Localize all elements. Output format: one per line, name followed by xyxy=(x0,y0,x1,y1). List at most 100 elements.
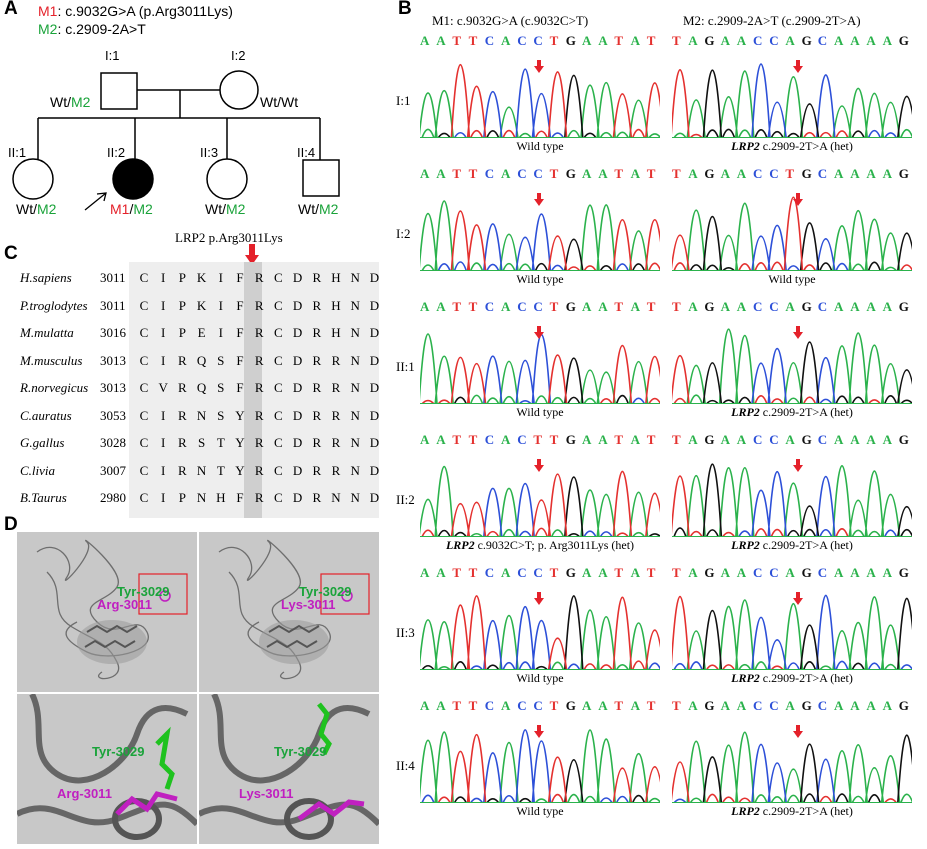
base-call: A xyxy=(598,698,608,713)
protein-ribbon-icon xyxy=(36,539,188,680)
genotype-i1: Wt/M2 xyxy=(50,94,91,110)
chromatogram-caption: Wild type xyxy=(677,272,907,287)
base-call: T xyxy=(646,166,656,181)
amino-acid: R xyxy=(178,462,187,478)
base-call: A xyxy=(720,565,730,580)
amino-acid: C xyxy=(139,297,149,313)
residue-start-number: 3013 xyxy=(100,352,126,368)
base-call: A xyxy=(582,299,592,314)
base-call: T xyxy=(614,565,624,580)
trace-g xyxy=(702,734,912,803)
base-call: A xyxy=(850,299,860,314)
trace-t xyxy=(672,68,849,138)
base-call: G xyxy=(898,432,909,447)
residue-start-number: 3011 xyxy=(100,297,126,313)
chromatogram-row-label: II:4 xyxy=(396,758,415,773)
residue-start-number: 3028 xyxy=(100,435,126,450)
base-call: A xyxy=(720,33,730,48)
proband-arrow-icon xyxy=(84,192,107,211)
amino-acid: D xyxy=(292,297,303,313)
base-call: A xyxy=(688,166,698,181)
amino-acid: R xyxy=(312,435,322,450)
chromatogram-trace xyxy=(672,63,912,138)
base-call: T xyxy=(646,698,656,713)
base-call: C xyxy=(517,432,527,447)
base-call: T xyxy=(549,565,559,580)
base-call: C xyxy=(769,432,779,447)
species-name: M.mulatta xyxy=(20,325,74,340)
structure-view-mutant-zoom: Tyr-3029 Lys-3011 xyxy=(199,694,379,844)
trace-a xyxy=(420,200,649,271)
chromatogram-row-label: II:1 xyxy=(396,359,415,374)
variant-description: Wild type xyxy=(768,272,816,286)
base-call: C xyxy=(484,299,495,314)
base-call: G xyxy=(704,299,715,314)
base-call: C xyxy=(753,698,763,713)
amino-acid: C xyxy=(274,435,283,450)
base-call: A xyxy=(882,299,892,314)
residue-arrow-icon xyxy=(245,244,259,265)
trace-c xyxy=(437,213,630,271)
base-call: T xyxy=(672,565,681,580)
trace-t xyxy=(672,596,784,670)
member-id-ii4: II:4 xyxy=(297,145,316,160)
variant-arrow-icon xyxy=(534,326,544,339)
trace-a xyxy=(420,82,660,138)
base-call: G xyxy=(898,698,909,713)
trace-a xyxy=(420,333,649,404)
amino-acid: D xyxy=(369,407,380,423)
amino-acid: T xyxy=(216,435,225,450)
base-call: T xyxy=(614,698,624,713)
base-call: A xyxy=(436,166,446,181)
base-call: G xyxy=(801,33,812,48)
amino-acid: E xyxy=(197,325,206,340)
base-call: G xyxy=(801,698,812,713)
base-call: C xyxy=(817,565,828,580)
trace-g xyxy=(702,69,912,138)
trace-g xyxy=(673,463,912,537)
gene-name: LRP2 xyxy=(731,804,760,818)
base-call: T xyxy=(549,166,559,181)
trace-t xyxy=(672,475,849,537)
base-call: C xyxy=(517,166,527,181)
base-call: C xyxy=(517,565,527,580)
amino-acid: N xyxy=(350,490,360,505)
base-call: A xyxy=(720,698,730,713)
amino-acid: H xyxy=(216,490,226,505)
base-call: A xyxy=(736,299,747,314)
variant-description: Wild type xyxy=(516,272,564,286)
amino-acid: R xyxy=(331,380,341,395)
trace-g xyxy=(437,476,660,537)
base-call: T xyxy=(672,166,681,181)
trace-a xyxy=(686,328,901,404)
amino-acid: S xyxy=(197,435,206,450)
amino-acid: N xyxy=(350,407,360,423)
amino-acid: I xyxy=(161,325,166,340)
base-call: A xyxy=(420,33,430,48)
base-call: A xyxy=(882,565,892,580)
base-call: C xyxy=(817,432,828,447)
base-call: A xyxy=(785,299,795,314)
amino-acid: H xyxy=(331,297,341,313)
trace-c xyxy=(421,729,630,803)
amino-acid: P xyxy=(178,325,186,340)
amino-acid: D xyxy=(369,270,380,285)
amino-acid: P xyxy=(178,490,186,505)
residue-label-tyr3029: Tyr-3029 xyxy=(274,744,327,759)
base-call: A xyxy=(420,698,430,713)
chromatogram-trace xyxy=(672,196,912,271)
structure-view-wildtype-overview: Tyr-3029 Arg-3011 xyxy=(17,532,197,692)
amino-acid: I xyxy=(161,490,166,505)
amino-acid: N xyxy=(196,407,207,423)
species-name: B.Taurus xyxy=(20,490,67,505)
chromatogram-trace xyxy=(420,729,660,803)
m2-chromatogram-header: M2: c.2909-2A>T (c.2909-2T>A) xyxy=(683,13,861,28)
trace-t xyxy=(421,345,660,404)
base-call: T xyxy=(672,33,681,48)
alignment-title: LRP2 p.Arg3011Lys xyxy=(175,230,283,245)
trace-g xyxy=(453,759,646,803)
base-call: A xyxy=(688,432,698,447)
trace-c xyxy=(469,605,660,670)
base-call: A xyxy=(785,33,795,48)
amino-acid: R xyxy=(312,352,322,368)
